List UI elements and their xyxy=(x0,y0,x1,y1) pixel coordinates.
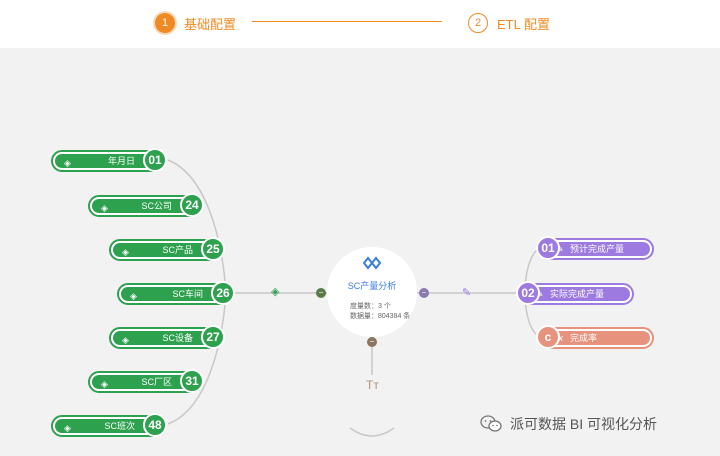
dimension-label: SC设备 xyxy=(162,333,193,343)
dimension-badge: 27 xyxy=(201,325,225,349)
dimension-pill[interactable]: ◈ 年月日 01 xyxy=(51,148,167,172)
model-title: SC产量分析 xyxy=(347,281,397,291)
watermark: 派可数据 BI 可视化分析 xyxy=(480,414,657,434)
measure-badge: c xyxy=(536,325,560,349)
dimension-label: 年月日 xyxy=(107,156,135,166)
center-model-node[interactable]: SC产量分析 度量数：3 个 数据量：804384 条 xyxy=(327,247,417,337)
dimension-pill[interactable]: ◈ SC班次 48 xyxy=(51,413,167,437)
dimension-icon: ◈ xyxy=(64,158,71,168)
step-connector-line xyxy=(252,21,442,22)
dimension-label: SC厂区 xyxy=(141,377,172,387)
step-label: ETL 配置 xyxy=(497,16,550,32)
dimension-label: SC产品 xyxy=(162,245,193,255)
collapse-text-button[interactable]: − xyxy=(367,337,377,347)
wechat-icon xyxy=(480,415,502,432)
dimension-icon: ◈ xyxy=(122,335,129,345)
dimension-icon: ◈ xyxy=(130,291,137,301)
dimension-badge: 01 xyxy=(143,148,167,172)
dimension-pill[interactable]: ◈ SC设备 27 xyxy=(109,325,225,349)
dimension-label: SC公司 xyxy=(141,201,172,211)
measure-label: 完成率 xyxy=(570,333,598,343)
dimension-badge: 25 xyxy=(201,237,225,261)
measure-pill[interactable]: ✎ 预计完成产量 01 xyxy=(536,236,654,260)
dimension-icon: ◈ xyxy=(101,379,108,389)
dimension-label: SC车间 xyxy=(172,289,203,299)
field-count: 度量数：3 个 xyxy=(350,303,391,310)
dimension-pill[interactable]: ◈ SC厂区 31 xyxy=(88,369,204,393)
step-header: 1 基础配置 2 ETL 配置 xyxy=(0,0,720,48)
dimension-icon: ◈ xyxy=(64,423,71,433)
step-number: 1 xyxy=(155,13,175,33)
text-type-icon: Tт xyxy=(366,378,379,392)
dimension-badge: 48 xyxy=(143,413,167,437)
dimension-pill[interactable]: ◈ SC产品 25 xyxy=(109,237,225,261)
measure-pill[interactable]: ✎ 实际完成产量 02 xyxy=(516,281,634,305)
measure-label: 预计完成产量 xyxy=(570,244,625,254)
link-chain-icon xyxy=(363,256,381,270)
dimension-pill[interactable]: ◈ SC公司 24 xyxy=(88,193,204,217)
step-etl-config[interactable]: 2 ETL 配置 xyxy=(468,12,550,34)
collapse-measures-button[interactable]: − xyxy=(419,288,429,298)
measure-badge: 01 xyxy=(536,236,560,260)
step-label: 基础配置 xyxy=(184,16,237,32)
collapse-dimensions-button[interactable]: − xyxy=(316,288,326,298)
measure-pill[interactable]: fx 完成率 c xyxy=(536,325,654,349)
measure-label: 实际完成产量 xyxy=(550,289,605,299)
measure-badge: 02 xyxy=(516,281,540,305)
dimension-group-icon: ◈ xyxy=(271,286,280,298)
dimension-badge: 26 xyxy=(211,281,235,305)
dimension-badge: 31 xyxy=(180,369,204,393)
dimension-badge: 24 xyxy=(180,193,204,217)
watermark-text: 派可数据 BI 可视化分析 xyxy=(510,416,658,432)
dimension-icon: ◈ xyxy=(122,247,129,257)
step-basic-config[interactable]: 1 基础配置 xyxy=(155,12,236,34)
step-number: 2 xyxy=(468,13,488,33)
row-count: 数据量：804384 条 xyxy=(350,313,411,320)
dimension-icon: ◈ xyxy=(101,203,108,213)
measure-group-icon: ✎ xyxy=(462,287,472,299)
dimension-label: SC班次 xyxy=(104,421,135,431)
dimension-pill[interactable]: ◈ SC车间 26 xyxy=(117,281,235,305)
